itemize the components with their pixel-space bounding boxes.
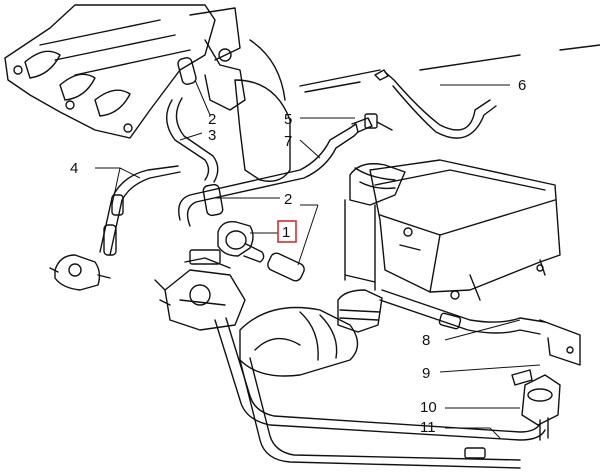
callout-2a: 2 [208, 111, 216, 128]
callout-11: 11 [420, 419, 436, 436]
callout-1: 1 [282, 224, 290, 241]
tee-connector-5 [351, 113, 393, 133]
part-10-valve [511, 369, 561, 441]
callout-3: 3 [208, 127, 216, 144]
callout-labels: 1 2 3 4 5 6 7 2 8 9 10 11 [70, 77, 526, 436]
callout-6: 6 [518, 77, 526, 94]
hose-4 [99, 165, 181, 256]
callout-2b: 2 [284, 191, 292, 208]
callout-7: 7 [284, 133, 292, 150]
hose-11 [214, 317, 546, 469]
check-valve-left [49, 254, 111, 291]
callout-10: 10 [420, 399, 437, 416]
intake-tube [337, 163, 406, 333]
hose-8 [379, 289, 546, 335]
throttle-body [154, 249, 246, 331]
hose-piece-2 [267, 252, 305, 282]
hose-lower-2 [202, 183, 224, 217]
callout-1-highlight [277, 220, 297, 243]
hose-7 [178, 123, 359, 227]
bracket-9 [539, 319, 581, 366]
intake-manifold [4, 4, 291, 182]
air-filter-box [369, 159, 561, 301]
hose-6 [299, 44, 600, 139]
hose-3 [166, 97, 219, 183]
part-1-valve [217, 221, 265, 263]
callout-5: 5 [284, 111, 292, 128]
hose-upper-2 [177, 57, 197, 85]
bellows-hose [239, 306, 359, 377]
leader-lines [95, 79, 541, 439]
callout-8: 8 [422, 332, 430, 349]
callout-4: 4 [70, 160, 78, 177]
callout-9: 9 [422, 365, 430, 382]
